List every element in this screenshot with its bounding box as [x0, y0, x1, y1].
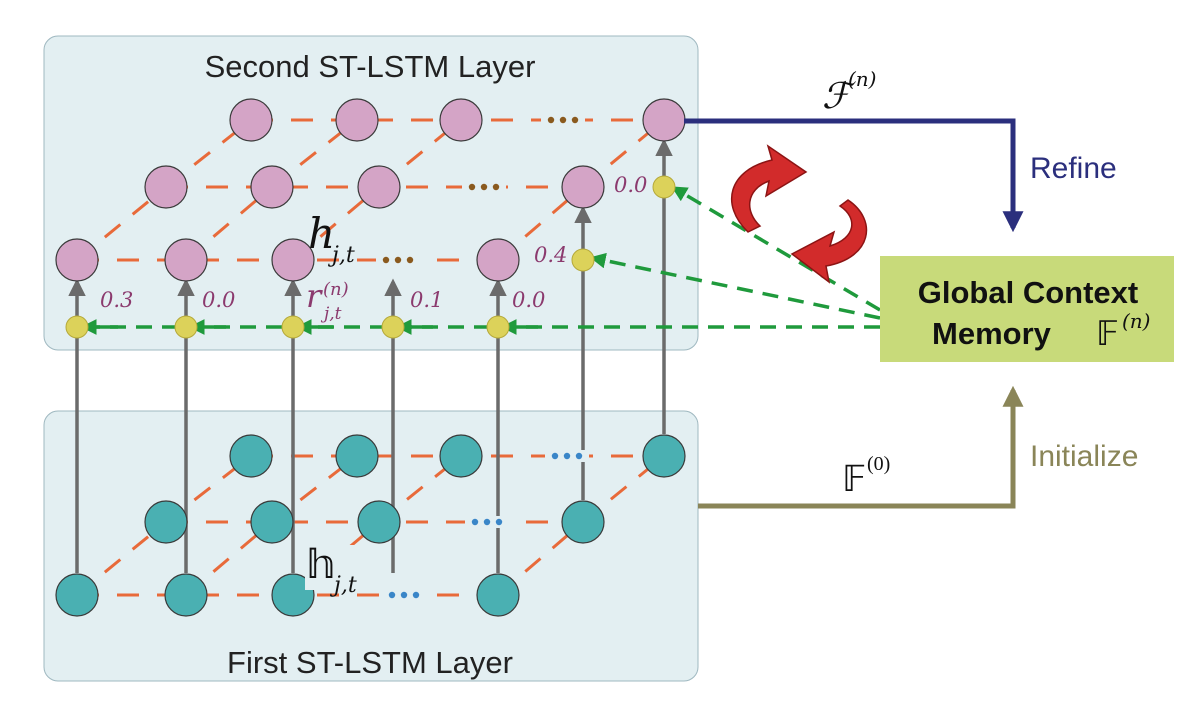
first-layer-ellipsis-3 — [545, 450, 589, 462]
svg-text:(n): (n) — [1122, 309, 1151, 333]
svg-text:𝔽: 𝔽 — [842, 459, 866, 499]
attention-arrows — [80, 186, 881, 335]
memory-title-line2: Memory — [932, 316, 1052, 351]
refine-arrow — [684, 118, 1024, 233]
first-layer-node — [229, 434, 273, 478]
second-layer-ellipsis-1 — [376, 254, 420, 266]
second-layer-node — [642, 98, 686, 142]
second-layer-node — [271, 238, 315, 282]
gate-value-4: 0.0 — [512, 288, 545, 312]
refine-label: Refine — [1030, 152, 1117, 185]
gate-node-5 — [486, 315, 510, 339]
first-layer-node — [439, 434, 483, 478]
gate-value-2: 0.0 — [202, 288, 235, 312]
first-layer-node — [335, 434, 379, 478]
initialize-arrow — [698, 385, 1024, 509]
memory-title-line1: Global Context — [918, 275, 1138, 310]
first-layer-node — [164, 573, 208, 617]
lattice-nodes — [55, 98, 686, 617]
svg-text:j,t: j,t — [327, 243, 355, 268]
cycle-icon — [730, 144, 868, 284]
second-layer-node — [476, 238, 520, 282]
gate-value-5: 0.4 — [534, 243, 567, 267]
first-layer-node — [250, 500, 294, 544]
second-layer-node — [357, 165, 401, 209]
second-layer-node — [561, 165, 605, 209]
svg-text:j,t: j,t — [329, 573, 357, 598]
svg-text:r: r — [306, 277, 323, 315]
gate-symbol: r (n) j,t — [306, 277, 349, 324]
initialize-symbol: 𝔽 (0) — [842, 453, 890, 499]
gate-value-1: 0.3 — [100, 288, 133, 312]
svg-text:j,t: j,t — [320, 304, 342, 324]
first-layer-node — [357, 500, 401, 544]
second-layer-ellipsis-2 — [462, 181, 506, 193]
second-layer-node — [439, 98, 483, 142]
global-context-memory-box — [880, 256, 1174, 362]
second-layer-ellipsis-3 — [541, 114, 585, 126]
attention-arrow-second — [589, 252, 881, 320]
first-layer-node — [271, 573, 315, 617]
refine-symbol: ℱ (n) — [822, 67, 877, 117]
gate-node-3 — [281, 315, 305, 339]
svg-text:𝔽: 𝔽 — [1096, 316, 1119, 353]
svg-text:𝕙: 𝕙 — [306, 542, 335, 587]
initialize-label: Initialize — [1030, 440, 1138, 473]
first-layer-title: First ST-LSTM Layer — [227, 645, 513, 680]
first-layer-ellipsis-2 — [465, 516, 509, 528]
svg-text:(n): (n) — [323, 279, 349, 300]
second-layer-node — [250, 165, 294, 209]
first-layer-node — [561, 500, 605, 544]
svg-text:(n): (n) — [848, 67, 877, 91]
first-layer-node — [144, 500, 188, 544]
second-layer-title: Second ST-LSTM Layer — [205, 49, 536, 84]
gate-node-4 — [381, 315, 405, 339]
gate-node-6 — [571, 248, 595, 272]
svg-text:h: h — [308, 209, 335, 258]
gate-value-3: 0.1 — [410, 288, 443, 312]
first-layer-node — [476, 573, 520, 617]
hidden-state-second: h j,t — [308, 209, 355, 268]
first-layer-node — [55, 573, 99, 617]
first-layer-node — [642, 434, 686, 478]
memory-symbol: 𝔽 (n) — [1096, 309, 1151, 353]
attention-arrow-third — [671, 186, 881, 312]
second-layer-node — [229, 98, 273, 142]
gate-node-7 — [652, 175, 676, 199]
gate-value-6: 0.0 — [614, 173, 647, 197]
second-layer-node — [55, 238, 99, 282]
second-layer-node — [335, 98, 379, 142]
hidden-state-first: 𝕙 j,t — [305, 542, 373, 598]
first-layer-ellipsis-1 — [382, 589, 426, 601]
second-layer-node — [144, 165, 188, 209]
second-layer-node — [164, 238, 208, 282]
svg-text:(0): (0) — [867, 453, 890, 475]
gate-node-2 — [174, 315, 198, 339]
gate-node-1 — [65, 315, 89, 339]
